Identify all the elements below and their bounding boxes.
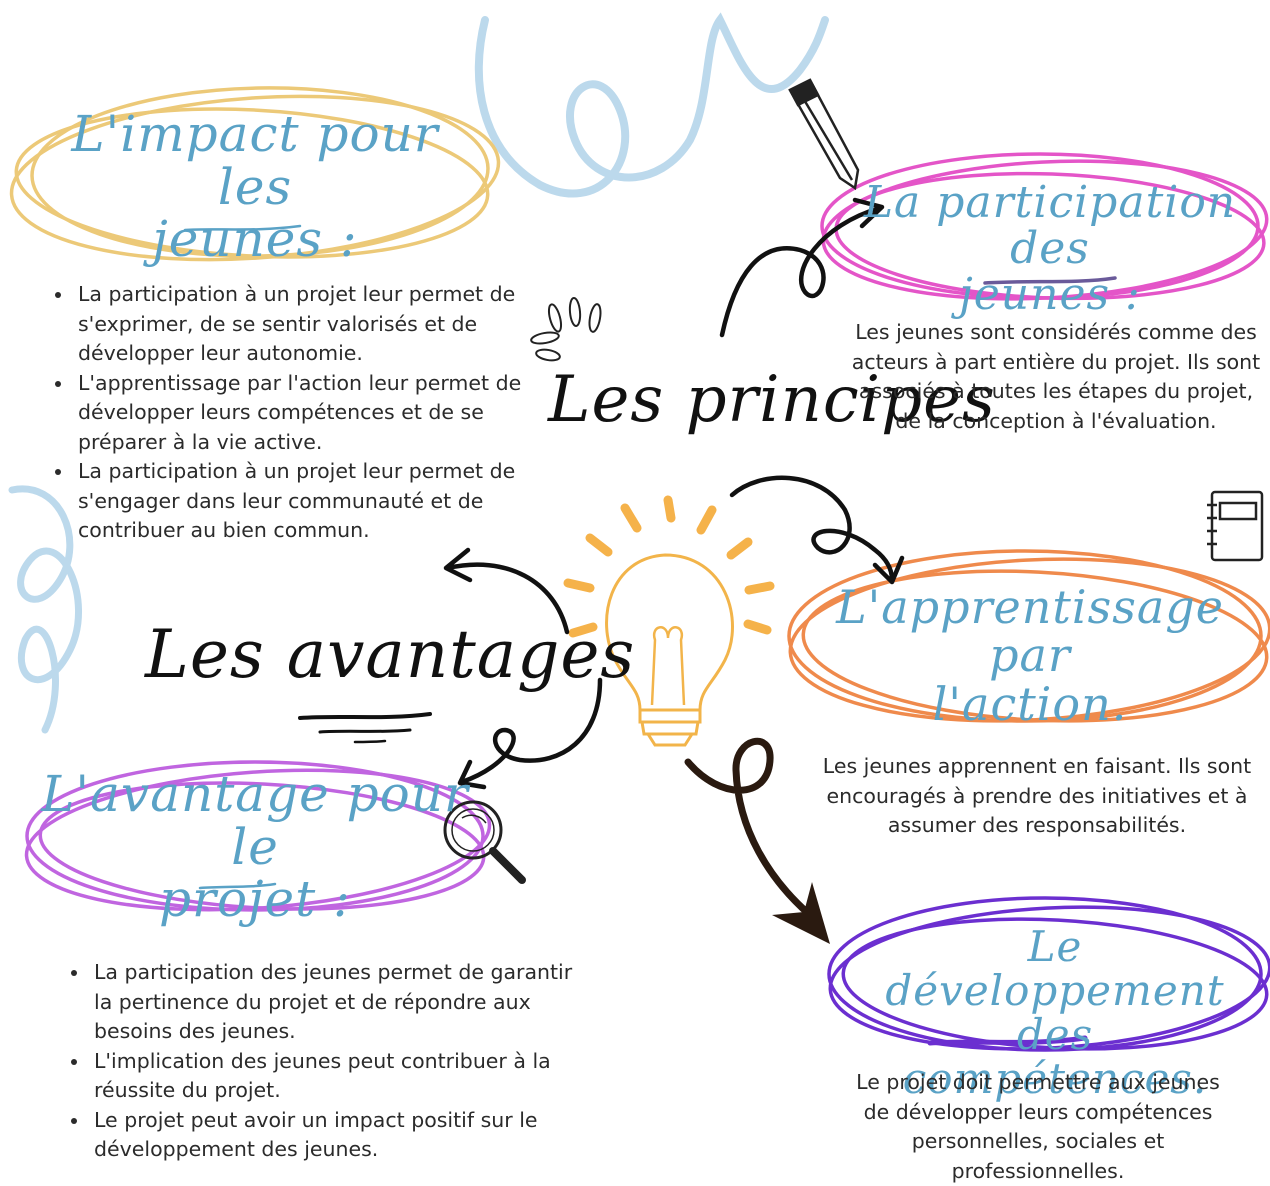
developpement-title: Le développement des compétences. (855, 922, 1255, 1104)
blue-swirl-top (474, 12, 829, 198)
circle-avantage (24, 760, 492, 912)
apprentissage-title: L'apprentissage par l'action. (830, 583, 1230, 728)
notebook-icon (1207, 490, 1264, 562)
sparkle-icon (530, 297, 602, 362)
bulb-rays (563, 495, 775, 638)
arrowhead-developpement (772, 882, 830, 944)
participation-text: Les jeunes sont considérés comme des act… (851, 320, 1261, 433)
developpement-title-line2: compétences. (902, 1054, 1208, 1104)
participation-title-line2: jeunes : (959, 269, 1141, 321)
impact-title-line2: jeunes : (152, 210, 358, 268)
list-item: La participation à un projet leur permet… (74, 280, 554, 369)
developpement-text: Le projet doit permettre aux jeunes de d… (856, 1070, 1220, 1183)
participation-title-line1: La participation des (863, 177, 1237, 275)
apprentissage-title-line2: l'action. (932, 676, 1128, 731)
arrow-developpement (684, 737, 814, 919)
pencil-icon (788, 78, 860, 191)
developpement-title-line1: Le développement des (885, 922, 1225, 1060)
title-underlines (183, 224, 1117, 1046)
apprentissage-text: Les jeunes apprennent en faisant. Ils so… (822, 754, 1252, 837)
impact-list: La participation à un projet leur permet… (48, 280, 554, 546)
lightbulb-icon (605, 553, 734, 747)
avantage-title-line1: L'avantage pour le (41, 765, 469, 876)
list-item: La participation à un projet leur permet… (74, 457, 554, 546)
magnifier-icon (443, 800, 526, 884)
list-item: La participation des jeunes permet de ga… (90, 958, 574, 1047)
impact-title-line1: L'impact pour les (71, 105, 439, 216)
principes-title: Les principes (548, 363, 996, 437)
apprentissage-title-line1: L'apprentissage par (836, 580, 1224, 683)
impact-title: L'impact pour les jeunes : (40, 108, 470, 266)
arrow-icon (443, 197, 905, 790)
circle-impact (9, 86, 501, 262)
list-item: L'implication des jeunes peut contribuer… (90, 1047, 574, 1106)
circle-developpement (827, 896, 1270, 1052)
participation-title: La participation des jeunes : (850, 177, 1250, 321)
list-item: Le projet peut avoir un impact positif s… (90, 1106, 574, 1165)
avantage-list: La participation des jeunes permet de ga… (64, 958, 574, 1165)
avantages-title: Les avantages (145, 616, 636, 693)
circle-apprentissage (787, 549, 1270, 723)
blue-swirl-left (8, 485, 82, 734)
avantage-title: L'avantage pour le projet : (40, 768, 470, 926)
list-item: L'apprentissage par l'action leur permet… (74, 369, 554, 458)
avantage-title-line2: projet : (159, 870, 351, 928)
